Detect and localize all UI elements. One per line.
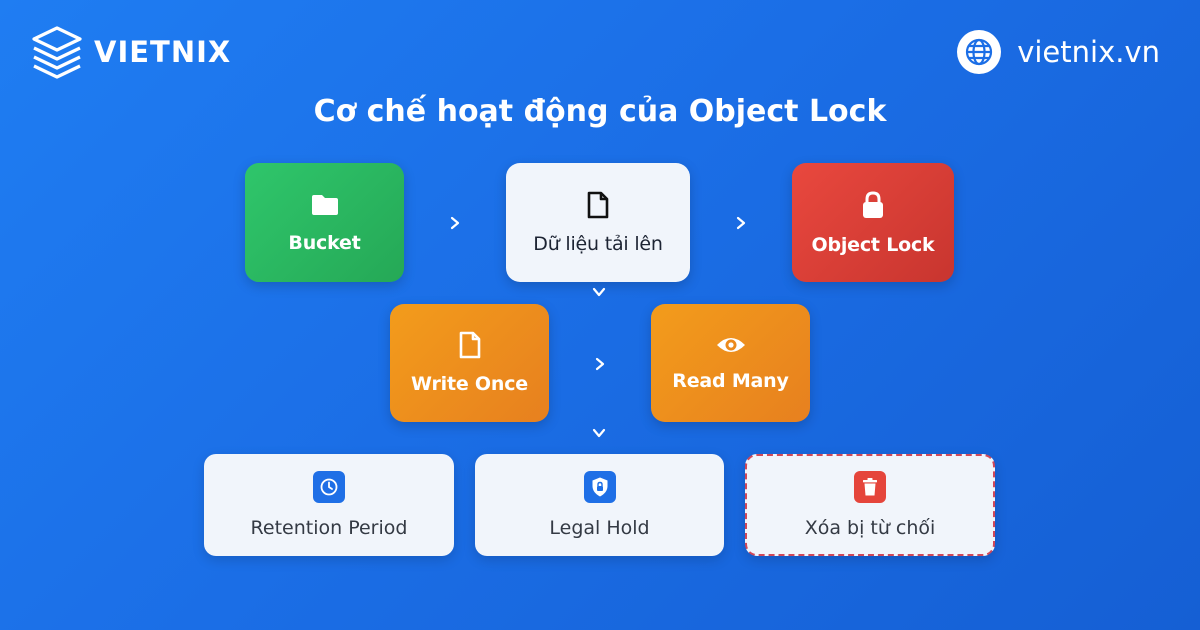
node-upload: Dữ liệu tải lên <box>506 163 690 282</box>
node-write-once-label: Write Once <box>411 373 528 395</box>
chevron-down-icon <box>592 426 606 440</box>
chevron-right-icon <box>593 357 607 371</box>
website: vietnix.vn <box>957 30 1160 74</box>
node-read-many-label: Read Many <box>672 370 789 392</box>
clock-icon <box>313 471 345 503</box>
website-url: vietnix.vn <box>1017 35 1160 69</box>
shield-lock-icon <box>583 471 616 503</box>
node-delete-denied-label: Xóa bị từ chối <box>804 517 936 539</box>
trash-icon <box>854 471 886 503</box>
node-bucket: Bucket <box>245 163 404 282</box>
node-write-once: Write Once <box>390 304 549 422</box>
eye-icon <box>716 338 745 352</box>
node-legal-hold: Legal Hold <box>475 454 724 556</box>
node-object-lock-label: Object Lock <box>811 233 935 256</box>
chevron-down-icon <box>592 285 606 299</box>
node-object-lock: Object Lock <box>792 163 954 282</box>
node-upload-label: Dữ liệu tải lên <box>533 232 663 255</box>
brand-name: VIETNIX <box>94 35 232 69</box>
node-legal-hold-label: Legal Hold <box>549 517 650 539</box>
node-retention-period-label: Retention Period <box>250 517 408 539</box>
folder-icon <box>311 194 338 215</box>
node-delete-denied: Xóa bị từ chối <box>745 454 995 556</box>
lock-icon <box>863 190 883 218</box>
server-stack-icon <box>32 26 82 79</box>
brand-logo: VIETNIX <box>30 24 231 80</box>
node-retention-period: Retention Period <box>204 454 454 556</box>
globe-icon <box>957 30 1002 74</box>
file-icon <box>587 191 609 218</box>
node-read-many: Read Many <box>651 304 810 422</box>
chevron-right-icon <box>734 216 748 230</box>
file-icon <box>459 331 480 359</box>
chevron-right-icon <box>448 216 462 230</box>
page-title: Cơ chế hoạt động của Object Lock <box>313 94 887 129</box>
node-bucket-label: Bucket <box>288 231 361 254</box>
